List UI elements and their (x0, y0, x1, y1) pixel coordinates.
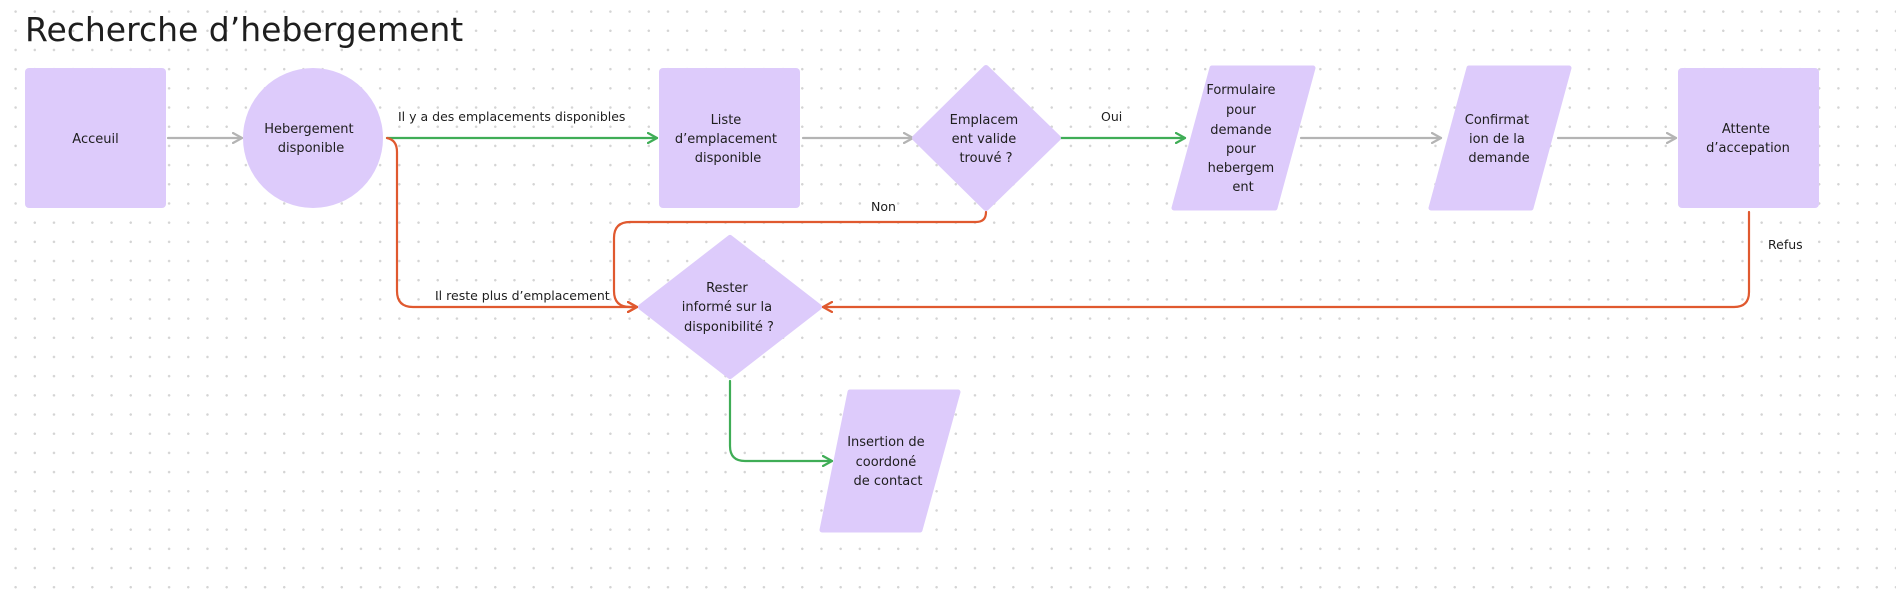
node-acceuil-label: Acceuil (72, 132, 118, 147)
node-confirmation-label: Confirmat ion de la demande (1465, 113, 1533, 166)
edge-reste-plus-to-rester[interactable] (385, 136, 639, 307)
node-emplacement-valide-shape (912, 65, 1061, 211)
node-insertion-label: Insertion de coordoné de contact (847, 435, 929, 489)
node-formulaire[interactable]: Formulaire pour demande pour hebergem en… (1171, 65, 1316, 211)
node-insertion-shape (819, 389, 961, 533)
edge-non-to-rester[interactable] (612, 210, 988, 307)
node-confirmation-shape (1428, 65, 1572, 211)
node-emplacement-valide[interactable]: Emplacem ent valide trouvé ? (912, 65, 1061, 211)
node-attente[interactable]: Attente d’accepation (1678, 68, 1819, 208)
node-hebergement-disponible-label: Hebergement disponible (264, 122, 358, 156)
edge-refus-to-rester[interactable] (821, 210, 1751, 307)
node-rester-informe-shape (638, 235, 822, 379)
node-hebergement-disponible[interactable]: Hebergement disponible (243, 68, 383, 208)
node-liste-emplacement-label: Liste d’emplacement disponible (675, 113, 781, 166)
node-rester-informe[interactable]: Rester informé sur la disponibilité ? (638, 235, 822, 379)
edge-label-non: Non (871, 199, 896, 214)
node-acceuil-shape (25, 68, 166, 208)
node-rester-informe-label: Rester informé sur la disponibilité ? (682, 281, 777, 335)
node-formulaire-label: Formulaire pour demande pour hebergem en… (1206, 83, 1279, 195)
node-liste-emplacement-shape (659, 68, 800, 208)
node-acceuil[interactable]: Acceuil (25, 68, 166, 208)
node-attente-shape (1678, 68, 1819, 208)
node-confirmation[interactable]: Confirmat ion de la demande (1428, 65, 1572, 211)
node-attente-label: Attente d’accepation (1706, 122, 1790, 156)
edge-label-oui: Oui (1101, 109, 1122, 124)
node-liste-emplacement[interactable]: Liste d’emplacement disponible (659, 68, 800, 208)
edge-label-refus: Refus (1768, 237, 1803, 252)
edge-label-emplacements-disponibles: Il y a des emplacements disponibles (398, 109, 625, 124)
node-emplacement-valide-label: Emplacem ent valide trouvé ? (950, 113, 1023, 166)
node-formulaire-shape (1171, 65, 1316, 211)
edge-label-reste-plus: Il reste plus d’emplacement (435, 288, 610, 303)
edge-rester-to-insertion[interactable] (728, 379, 834, 461)
diagram-title: Recherche d’hebergement (25, 10, 463, 49)
node-hebergement-disponible-shape (243, 68, 383, 208)
node-insertion[interactable]: Insertion de coordoné de contact (819, 389, 961, 533)
